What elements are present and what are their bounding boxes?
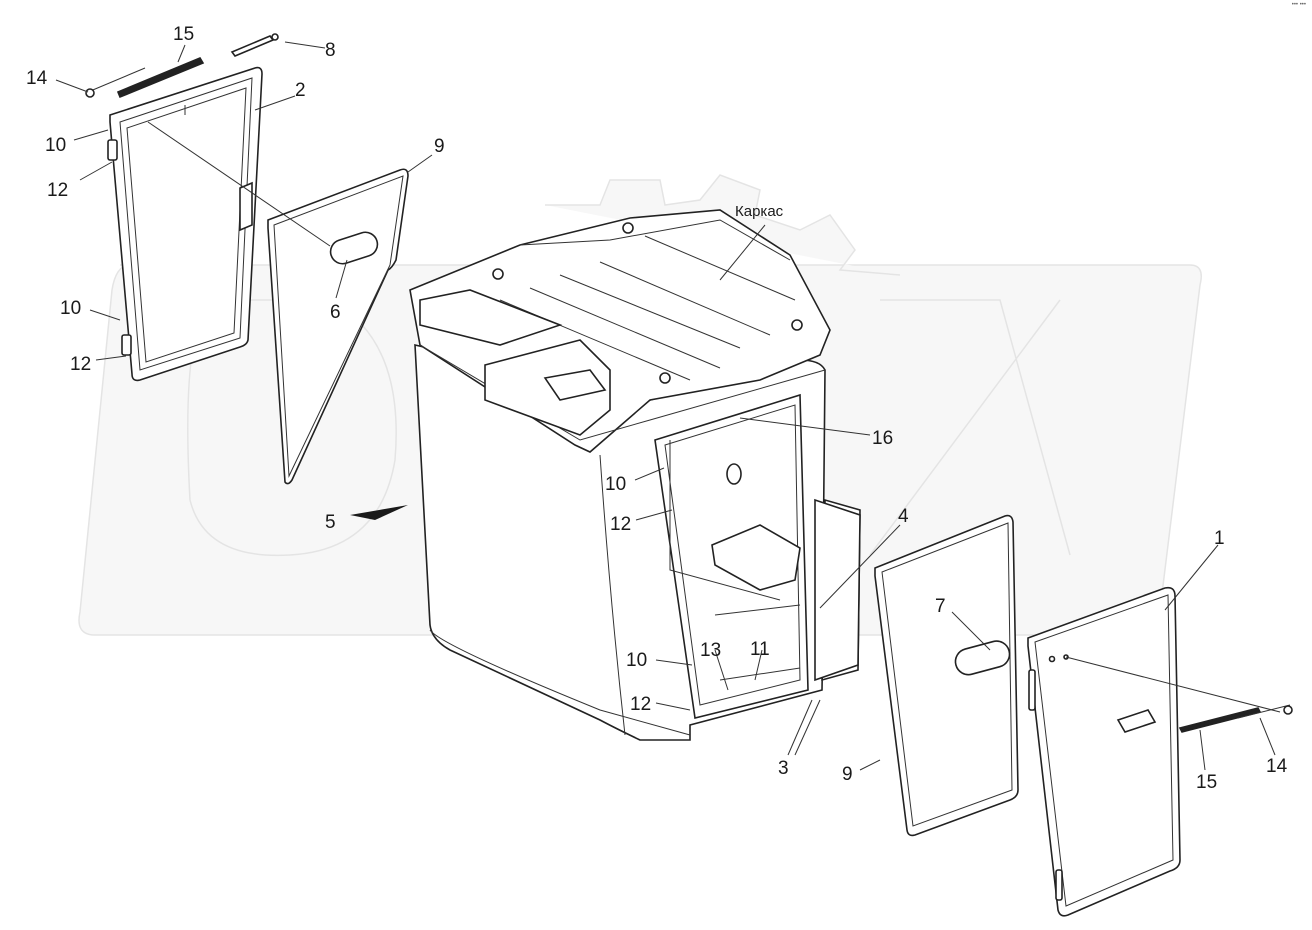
callout-2: 2 [295, 80, 306, 101]
callout-12-mid: 12 [70, 354, 91, 375]
callout-14-left: 14 [26, 68, 48, 89]
callout-12-cab-bottom: 12 [630, 694, 651, 715]
left-door-frame [107, 66, 263, 382]
callout-13: 13 [700, 640, 721, 661]
callout-10-mid: 10 [60, 298, 81, 319]
callout-10-top: 10 [45, 135, 66, 156]
callout-6: 6 [330, 302, 341, 323]
callout-14-right: 14 [1266, 756, 1288, 777]
left-glass-panel [267, 168, 409, 485]
callout-7: 7 [935, 596, 946, 617]
callout-9-left: 9 [434, 136, 445, 157]
callout-15-right: 15 [1196, 772, 1217, 793]
leader-lines [55, 41, 1276, 771]
callout-8: 8 [325, 40, 336, 61]
callout-9-right: 9 [842, 764, 853, 785]
left-wiper [85, 56, 205, 99]
right-glass-panel [874, 514, 1019, 837]
callout-10-cab-bottom: 10 [626, 650, 647, 671]
corner-mark: ••• ••• [1291, 2, 1306, 8]
right-wiper [1178, 704, 1293, 733]
callout-12-top: 12 [47, 180, 68, 201]
callout-16: 16 [872, 428, 893, 449]
callout-frame: Каркас [735, 203, 784, 220]
right-door [1027, 586, 1181, 917]
callout-3: 3 [778, 758, 789, 779]
callout-11: 11 [750, 639, 770, 660]
callout-labels: 15 8 14 2 10 9 12 Каркас 6 10 12 16 10 5… [26, 24, 1288, 793]
arrow-5 [350, 505, 408, 520]
left-wiper-arm-8 [230, 33, 279, 57]
callout-5: 5 [325, 512, 336, 533]
callout-10-cab: 10 [605, 474, 626, 495]
callout-1: 1 [1214, 528, 1225, 549]
callout-4: 4 [898, 506, 909, 527]
callout-15-left: 15 [173, 24, 194, 45]
callout-12-cab: 12 [610, 514, 631, 535]
